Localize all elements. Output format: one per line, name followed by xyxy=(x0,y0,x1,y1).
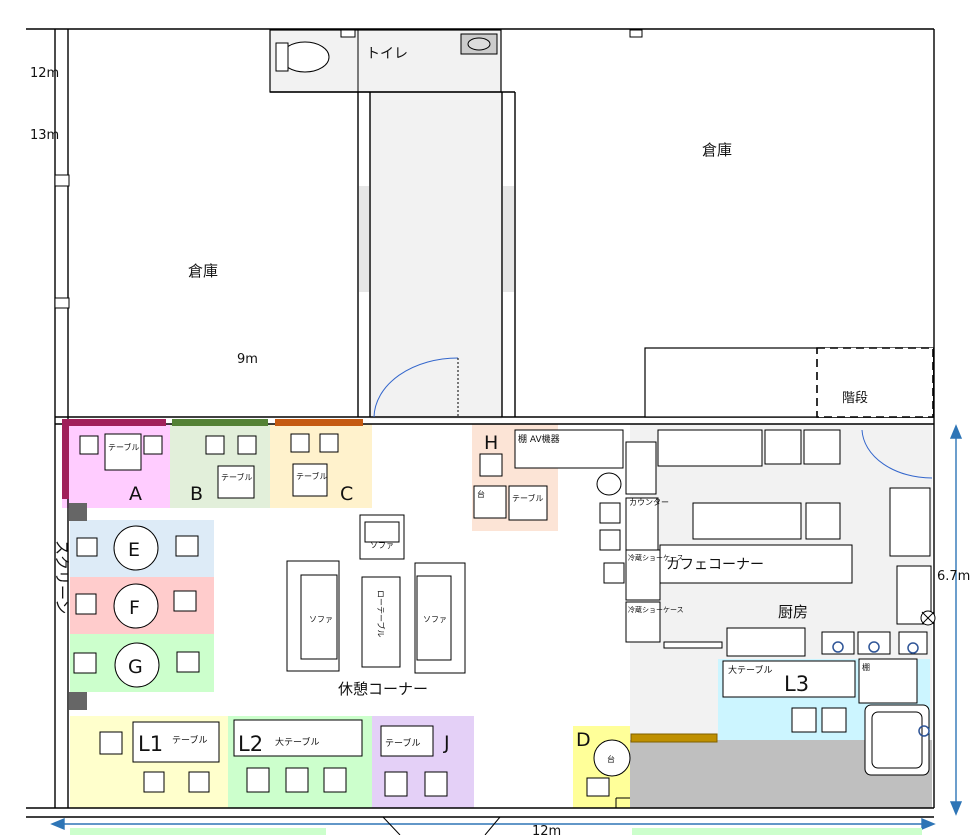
burner-icon xyxy=(832,641,844,653)
zone-e-label: E xyxy=(128,539,140,561)
counter-label: カウンター xyxy=(629,498,669,507)
dim-13m-left: 13m xyxy=(30,128,59,143)
toilet-label: トイレ xyxy=(366,46,408,62)
zone-b-table-label: テーブル xyxy=(221,472,253,482)
low-table-label: ローテーブル xyxy=(376,590,386,638)
zone-j-label: J xyxy=(443,732,450,754)
zone-l3-label: L3 xyxy=(784,672,809,696)
zone-a-label: A xyxy=(129,483,142,505)
zone-l2-label: L2 xyxy=(238,732,263,756)
cafe-label: カフェコーナー xyxy=(666,557,764,573)
dim-12m-bottom: 12m xyxy=(532,824,561,835)
zone-l1-table-label: テーブル xyxy=(172,734,207,746)
corridor-floor xyxy=(370,92,502,419)
sofa-label-left: ソファ xyxy=(309,615,333,624)
burner-icon xyxy=(907,642,919,654)
dim-12m-left: 12m xyxy=(30,66,59,81)
showcase-label-2: 冷蔵ショーケース xyxy=(628,605,684,614)
zone-l3-table-label: 大テーブル xyxy=(728,664,772,676)
showcase-label-1: 冷蔵ショーケース xyxy=(628,553,684,562)
shelf-label: 棚 xyxy=(862,662,870,672)
zone-l1-label: L1 xyxy=(138,732,163,756)
stairs-label: 階段 xyxy=(842,391,868,406)
zone-h-label: H xyxy=(484,432,498,454)
door-swing xyxy=(373,357,459,418)
zone-d-label: D xyxy=(576,729,591,751)
sofa-label-top: ソファ xyxy=(370,541,394,550)
zone-h-table-label: テーブル xyxy=(512,493,544,503)
zone-f-label: F xyxy=(129,597,140,619)
dim-6-7m: 6.7m xyxy=(937,569,970,584)
storage-right-label: 倉庫 xyxy=(702,141,732,159)
zone-h-stand-label: 台 xyxy=(477,489,485,499)
kitchen-label: 厨房 xyxy=(778,603,808,621)
zone-l2-table-label: 大テーブル xyxy=(275,736,319,748)
sofa-label-right: ソファ xyxy=(423,615,447,624)
dim-9m: 9m xyxy=(237,352,258,367)
zone-j-table-label: テーブル xyxy=(385,737,420,749)
faucet-icon xyxy=(918,725,930,737)
screen-label: スクリーン xyxy=(53,540,71,614)
zone-c-table-label: テーブル xyxy=(296,471,328,481)
zone-d-stand-label: 台 xyxy=(607,754,615,764)
storage-left-label: 倉庫 xyxy=(188,262,218,280)
zone-g-label: G xyxy=(128,656,143,678)
burner-icon xyxy=(868,641,880,653)
zone-a-table-label: テーブル xyxy=(108,442,140,452)
zone-c-label: C xyxy=(340,483,353,505)
zone-h-shelf-label: 棚 AV機器 xyxy=(518,433,560,445)
lounge-label: 休憩コーナー xyxy=(338,680,428,698)
zone-b-label: B xyxy=(190,483,203,505)
